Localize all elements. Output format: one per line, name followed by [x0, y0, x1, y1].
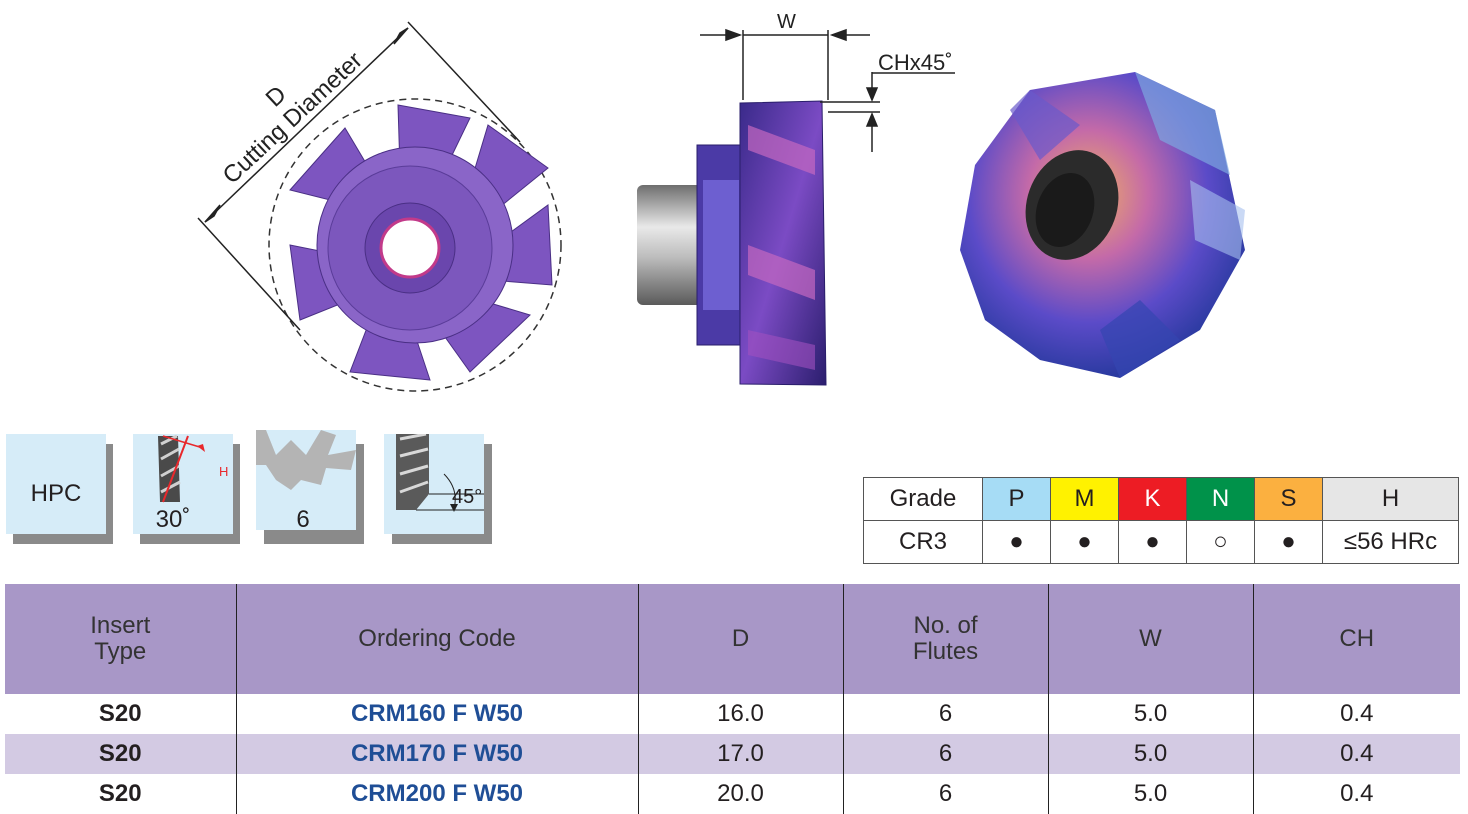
helix-sub-label: H	[219, 464, 229, 479]
w-cell: 5.0	[1047, 734, 1253, 774]
grade-h-value: ≤56 HRc	[1322, 520, 1459, 564]
ch-cell: 0.4	[1252, 694, 1460, 734]
grade-h-cell: H	[1322, 477, 1459, 521]
col-ch-label: CH	[1339, 625, 1375, 652]
grade-header-label: Grade	[863, 477, 983, 521]
flute-count-icon: 6	[256, 430, 356, 533]
insert-type-cell: S20	[98, 780, 142, 807]
ch-cell: 0.4	[1252, 774, 1460, 814]
col-ordering-code-label: Ordering Code	[358, 625, 516, 652]
chamfer-angle-label: 45°	[452, 486, 483, 508]
grade-k-mark: ●	[1118, 520, 1187, 564]
col-ch: CH	[1252, 584, 1460, 694]
cutter-side-view	[637, 100, 827, 386]
col-d: D	[637, 584, 843, 694]
helix-angle-label: 30˚	[155, 506, 191, 533]
cutter-front-view	[268, 98, 562, 392]
table-row: S20 CRM160 F W50 16.0 6 5.0 0.4	[5, 694, 1460, 734]
flutes-cell: 6	[842, 774, 1048, 814]
col-insert-type-line1: Insert	[90, 612, 151, 639]
hpc-badge: HPC	[6, 434, 106, 534]
ch-cell: 0.4	[1252, 734, 1460, 774]
grade-m-mark: ●	[1050, 520, 1119, 564]
col-w: W	[1047, 584, 1253, 694]
grade-s-mark: ●	[1254, 520, 1323, 564]
table-row: S20 CRM170 F W50 17.0 6 5.0 0.4	[5, 734, 1460, 774]
grade-header-row: Grade P M K N S H	[863, 477, 1459, 521]
grade-k-cell: K	[1118, 477, 1187, 521]
d-cell: 16.0	[637, 694, 843, 734]
w-cell: 5.0	[1047, 694, 1253, 734]
insert-type-cell: S20	[98, 700, 142, 727]
ordering-table: Insert Type Ordering Code D No. of Flute…	[5, 584, 1460, 814]
width-label: W	[777, 11, 796, 33]
cutter-coated-render	[960, 72, 1245, 378]
ordering-code-cell: CRM200 F W50	[235, 774, 638, 814]
chamfer-angle-icon: 45°	[384, 434, 484, 534]
col-insert-type-line2: Type	[94, 638, 147, 665]
ordering-table-header: Insert Type Ordering Code D No. of Flute…	[5, 584, 1460, 694]
grade-name: CR3	[863, 520, 983, 564]
grade-value-row: CR3 ● ● ● ○ ● ≤56 HRc	[863, 520, 1459, 564]
grade-p-mark: ●	[982, 520, 1051, 564]
grade-p-cell: P	[982, 477, 1051, 521]
diameter-dimension	[197, 21, 521, 331]
grade-m-cell: M	[1050, 477, 1119, 521]
chamfer-label: CHx45˚	[878, 50, 953, 75]
grade-n-mark: ○	[1186, 520, 1255, 564]
grade-s-cell: S	[1254, 477, 1323, 521]
w-cell: 5.0	[1047, 774, 1253, 814]
ordering-code-cell: CRM170 F W50	[235, 734, 638, 774]
d-cell: 17.0	[637, 734, 843, 774]
d-cell: 20.0	[637, 774, 843, 814]
width-dimension	[700, 28, 955, 152]
hpc-label: HPC	[30, 480, 82, 507]
grade-table: Grade P M K N S H CR3 ● ● ● ○ ● ≤56 HRc	[863, 477, 1459, 564]
grade-n-cell: N	[1186, 477, 1255, 521]
col-ordering-code: Ordering Code	[235, 584, 638, 694]
helix-angle-icon: H 30˚	[133, 434, 233, 534]
col-insert-type: Insert Type	[5, 584, 236, 694]
col-w-label: W	[1139, 625, 1162, 652]
ordering-code-cell: CRM160 F W50	[235, 694, 638, 734]
flutes-cell: 6	[842, 734, 1048, 774]
col-flutes-line2: Flutes	[912, 638, 979, 665]
insert-type-cell: S20	[5, 734, 236, 774]
col-d-label: D	[731, 625, 750, 652]
product-illustrations: D Cutting Diameter W CHx45˚	[197, 11, 1245, 392]
table-row: S20 CRM200 F W50 20.0 6 5.0 0.4	[5, 774, 1460, 814]
col-flutes: No. of Flutes	[842, 584, 1048, 694]
flute-count-label: 6	[296, 506, 310, 533]
flutes-cell: 6	[842, 694, 1048, 734]
col-flutes-line1: No. of	[913, 612, 978, 639]
